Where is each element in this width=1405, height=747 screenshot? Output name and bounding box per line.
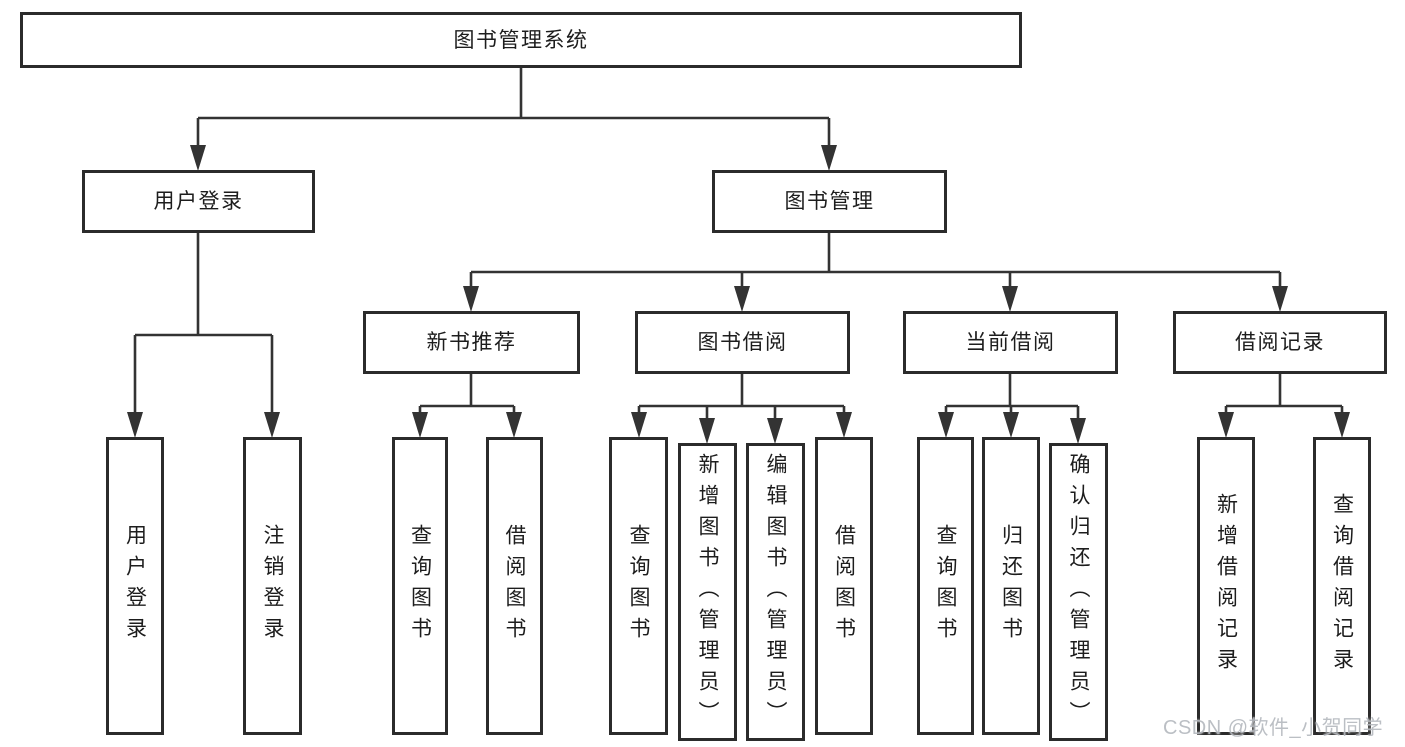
node-label: 查询借阅记录	[1330, 493, 1354, 679]
node-label: 新增图书（管理员）	[696, 452, 719, 732]
node-label: 图书管理	[784, 190, 875, 213]
leaf-newbooks-borrow-books: 借阅图书	[486, 437, 543, 735]
node-label: 借阅记录	[1235, 331, 1325, 354]
node-label: 归还图书	[999, 524, 1023, 648]
node-label: 用户登录	[123, 524, 147, 648]
node-new-book-recommendation: 新书推荐	[363, 311, 580, 374]
node-label: 查询图书	[627, 524, 650, 648]
node-label: 查询图书	[934, 524, 957, 648]
node-borrowing-records: 借阅记录	[1173, 311, 1387, 374]
node-label: 新增借阅记录	[1214, 493, 1238, 679]
node-label: 当前借阅	[965, 331, 1056, 354]
node-label: 用户登录	[153, 190, 244, 213]
leaf-borrowing-borrow-books: 借阅图书	[815, 437, 873, 735]
node-label: 新书推荐	[426, 331, 517, 354]
node-label: 确认归还（管理员）	[1067, 452, 1090, 732]
leaf-logout: 注销登录	[243, 437, 302, 735]
leaf-newbooks-query-books: 查询图书	[392, 437, 448, 735]
leaf-borrowing-add-books-admin: 新增图书（管理员）	[678, 443, 737, 741]
node-label: 注销登录	[261, 524, 284, 648]
node-label: 查询图书	[408, 524, 432, 648]
node-user-login: 用户登录	[82, 170, 315, 233]
node-current-borrowing: 当前借阅	[903, 311, 1118, 374]
node-label: 借阅图书	[832, 524, 856, 648]
node-book-management-system: 图书管理系统	[20, 12, 1022, 68]
leaf-current-confirm-return-admin: 确认归还（管理员）	[1049, 443, 1108, 741]
arrowhead-icons	[127, 145, 1350, 444]
leaf-current-query-books: 查询图书	[917, 437, 974, 735]
node-book-borrowing: 图书借阅	[635, 311, 850, 374]
node-label: 编辑图书（管理员）	[764, 452, 787, 732]
leaf-current-return-books: 归还图书	[982, 437, 1040, 735]
node-label: 图书借阅	[697, 331, 788, 354]
leaf-records-add-record: 新增借阅记录	[1197, 437, 1255, 735]
watermark-csdn: CSDN @软件_小贺同学	[1163, 717, 1384, 739]
tree-edges	[133, 68, 1344, 419]
leaf-records-query-record: 查询借阅记录	[1313, 437, 1371, 735]
leaf-user-login: 用户登录	[106, 437, 164, 735]
node-label: 借阅图书	[503, 524, 526, 648]
node-book-management: 图书管理	[712, 170, 947, 233]
node-label: 图书管理系统	[453, 28, 589, 52]
leaf-borrowing-edit-books-admin: 编辑图书（管理员）	[746, 443, 805, 741]
leaf-borrowing-query-books: 查询图书	[609, 437, 668, 735]
